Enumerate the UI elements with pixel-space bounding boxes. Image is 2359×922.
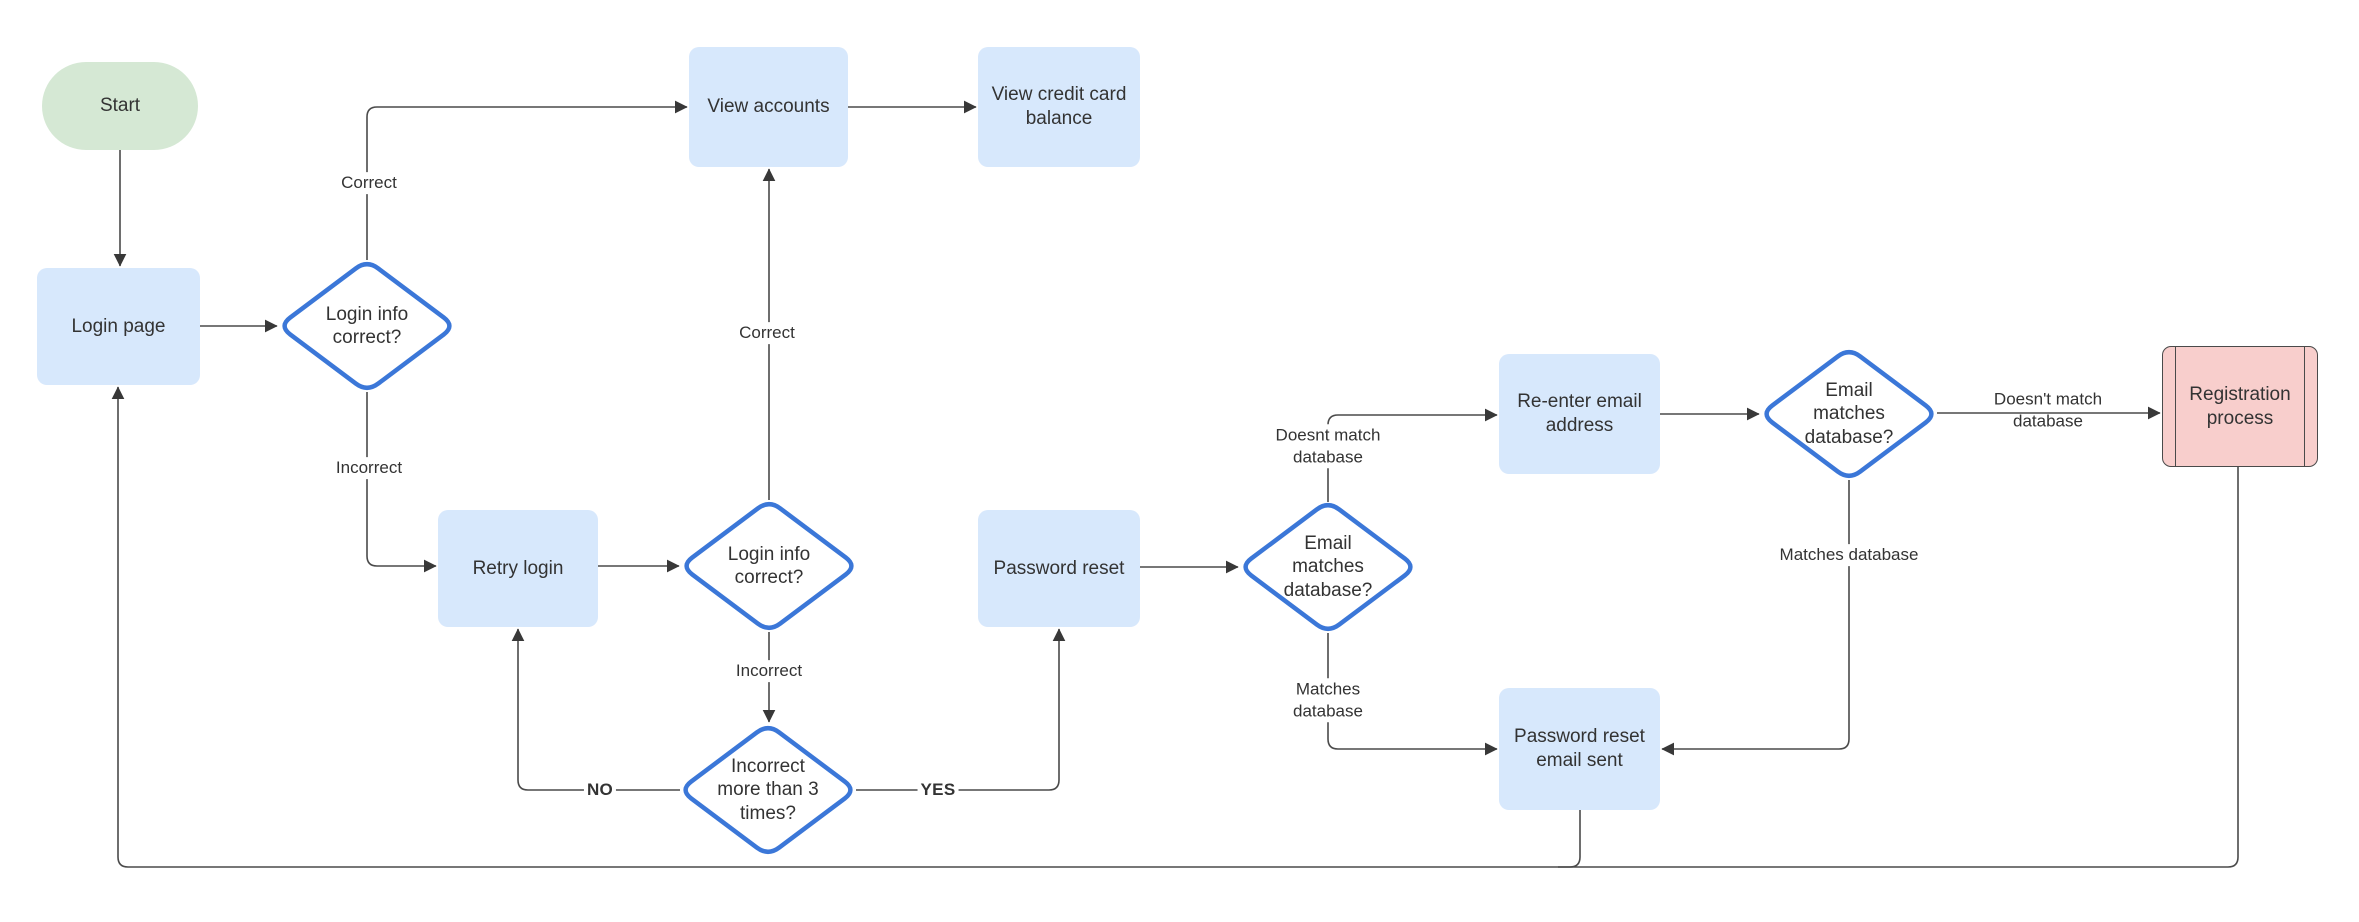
registration-process-predefined[interactable]: Registration process [2162, 346, 2318, 467]
edge-decision4-matches-to-email-sent [1327, 633, 1498, 756]
view-accounts-process[interactable]: View accounts [689, 47, 848, 167]
predefined-process-right-bar [2303, 347, 2305, 466]
edge-label-matches-database-2[interactable]: Matches database [1776, 544, 1922, 566]
edge-decision1-incorrect-to-retry [366, 392, 437, 573]
password-reset-email-sent-process[interactable]: Password reset email sent [1499, 688, 1660, 810]
edge-label-correct-1[interactable]: Correct [338, 172, 400, 194]
edge-decision1-correct-to-view-accounts [366, 100, 688, 260]
edge-label-doesnt-match-database-1[interactable]: Doesnt match database [1265, 424, 1391, 468]
registration-process-label: Registration process [2189, 383, 2291, 429]
predefined-process-left-bar [2175, 347, 2177, 466]
decision-login-info-correct-1[interactable]: Login info correct? [325, 303, 409, 348]
start-terminator[interactable]: Start [42, 62, 198, 150]
reenter-email-address-process[interactable]: Re-enter email address [1499, 354, 1660, 474]
edge-label-yes[interactable]: YES [917, 779, 959, 801]
edge-decision5-matches-to-email-sent [1661, 480, 1850, 756]
edge-decision3-yes-to-password-reset [856, 628, 1066, 791]
decision-login-info-correct-2[interactable]: Login info correct? [727, 543, 811, 588]
edge-label-incorrect-1[interactable]: Incorrect [332, 457, 406, 479]
view-credit-card-balance-process[interactable]: View credit card balance [978, 47, 1140, 167]
password-reset-process[interactable]: Password reset [978, 510, 1140, 627]
decision-incorrect-more-than-3-times[interactable]: Incorrect more than 3 times? [717, 756, 819, 824]
edge-label-doesnt-match-database-2[interactable]: Doesn't match database [1993, 389, 2103, 430]
edge-label-matches-database-1[interactable]: Matches database [1279, 678, 1377, 722]
retry-login-process[interactable]: Retry login [438, 510, 598, 627]
decision-email-matches-database-1[interactable]: Email matches database? [1283, 533, 1373, 601]
edge-email-sent-to-bottom-line [1558, 810, 1581, 868]
edge-label-incorrect-2[interactable]: Incorrect [732, 660, 806, 682]
login-page-process[interactable]: Login page [37, 268, 200, 385]
decision-email-matches-database-2[interactable]: Email matches database? [1804, 380, 1894, 448]
edge-registration-loop-to-login [111, 386, 2239, 868]
edge-decision3-no-to-retry [511, 628, 680, 791]
edge-label-correct-2[interactable]: Correct [736, 322, 798, 344]
edge-label-no[interactable]: NO [583, 779, 617, 801]
